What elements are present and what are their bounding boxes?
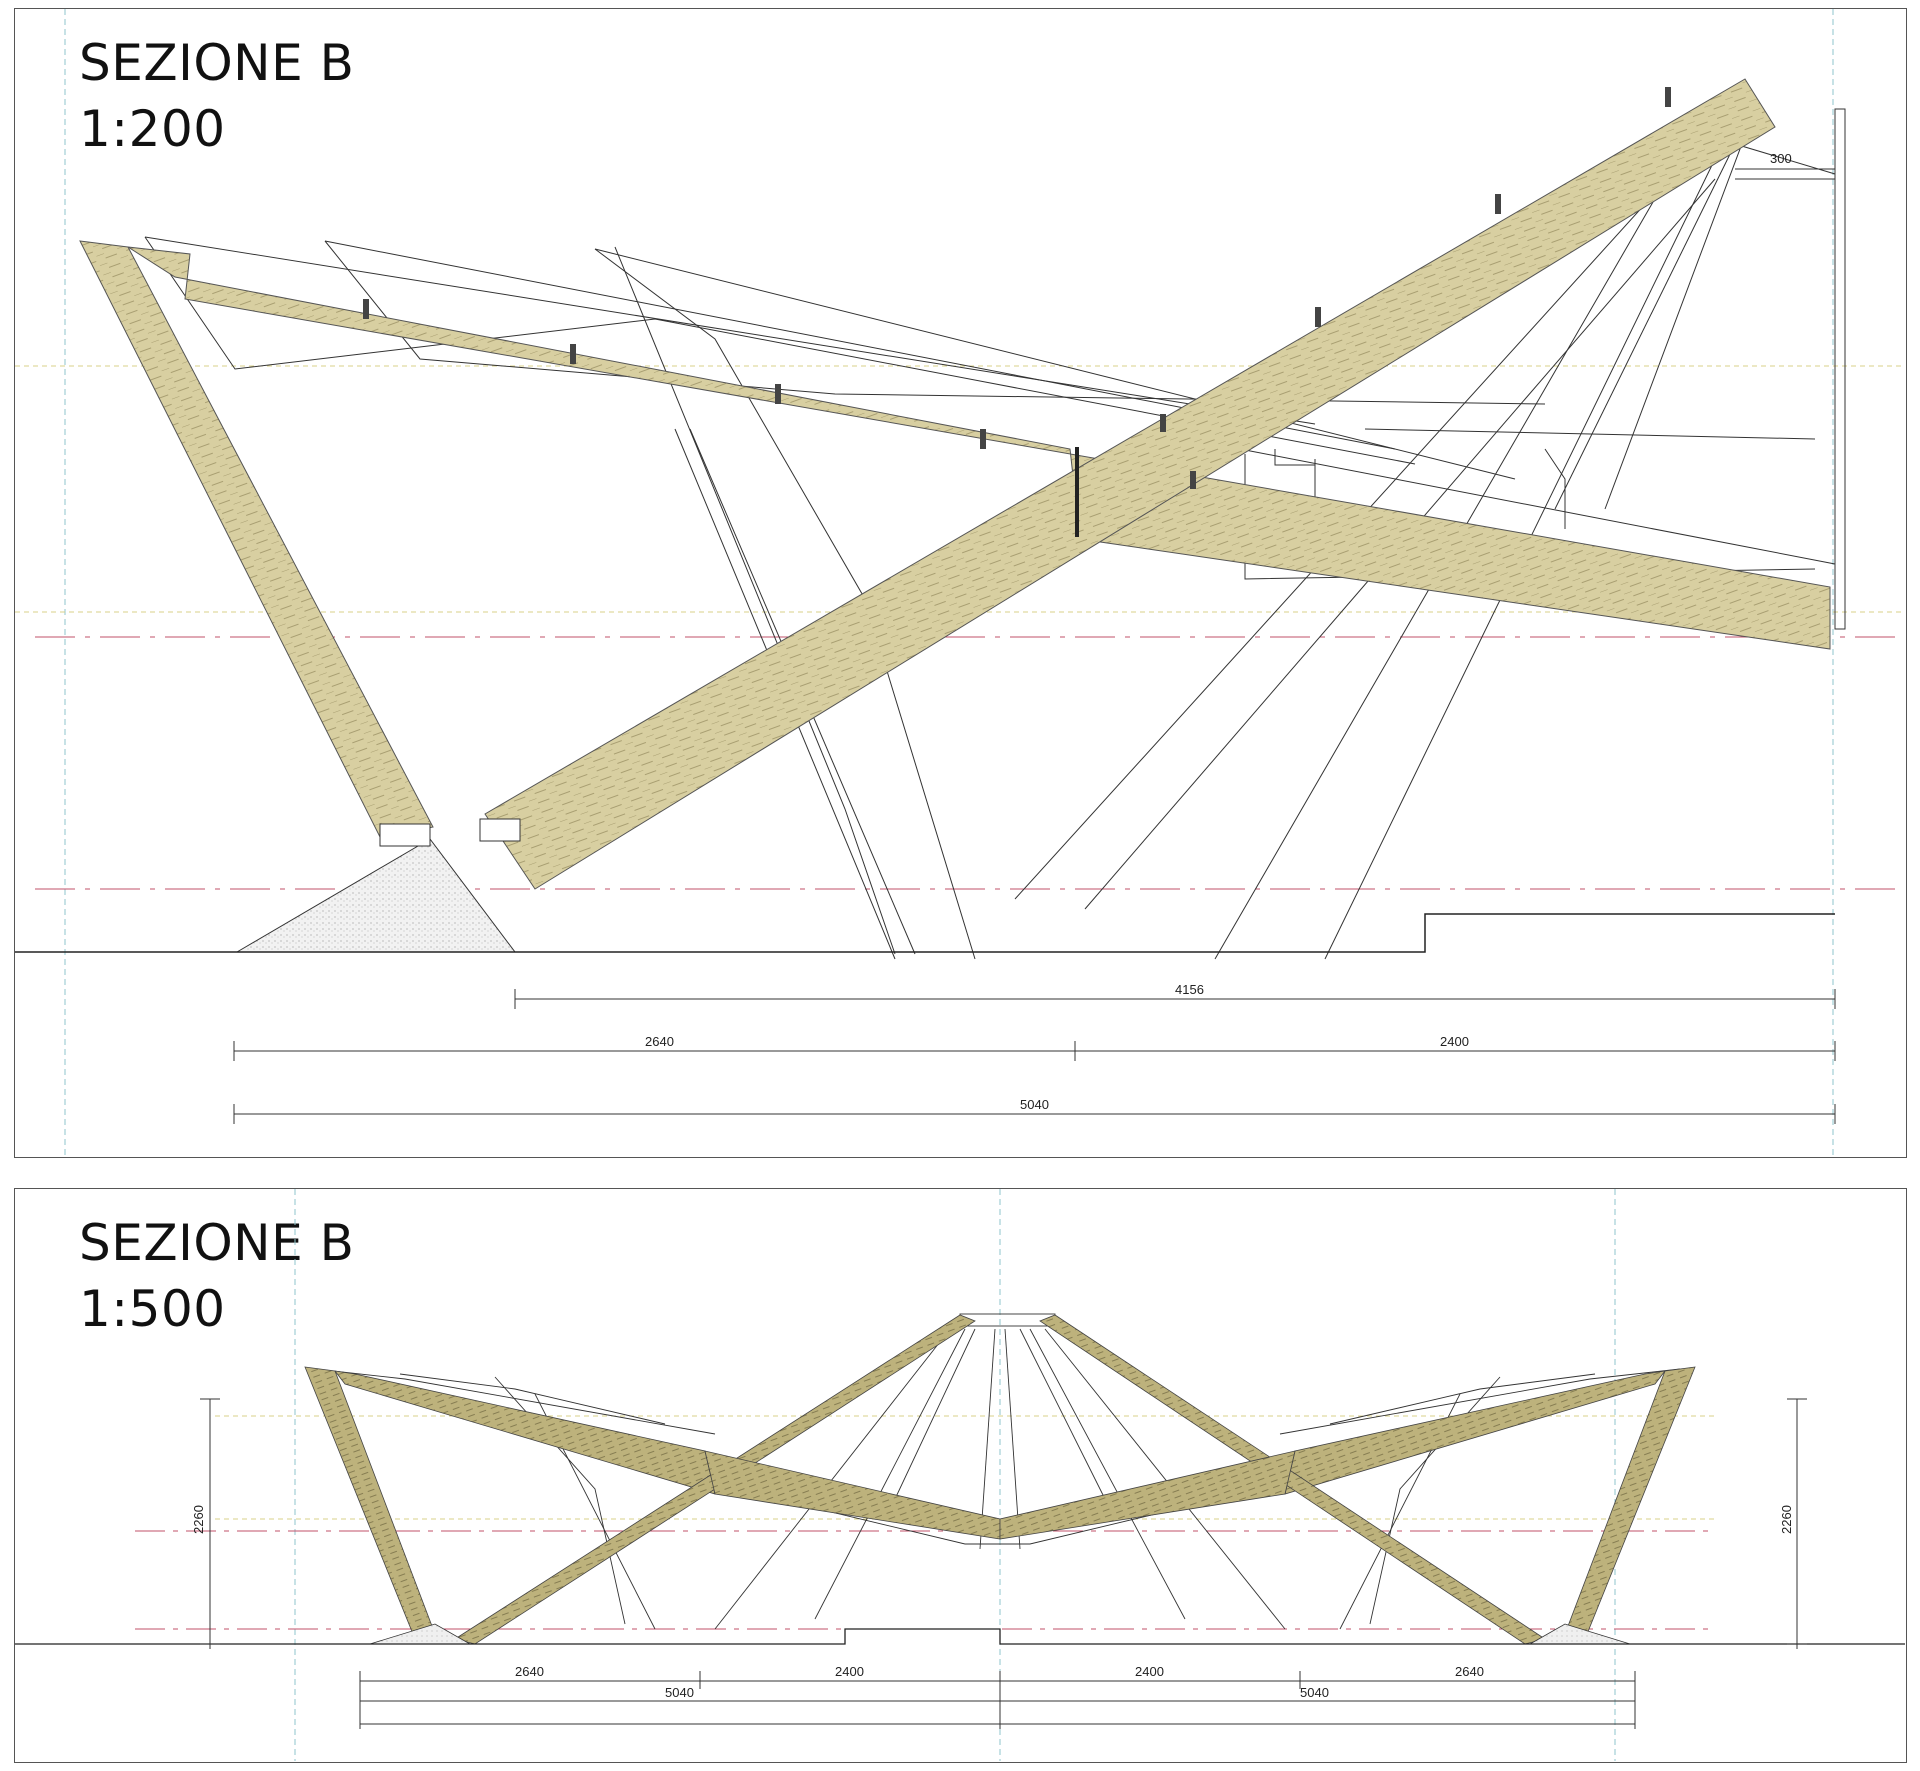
panel-title: SEZIONE B [79, 1214, 355, 1272]
dimension-left-5040: 5040 [665, 1685, 694, 1700]
dimension-300: 300 [1770, 151, 1792, 166]
dimension-2400: 2400 [1440, 1034, 1469, 1049]
dimension-lines [200, 1398, 1807, 1729]
panel-scale: 1:500 [79, 1280, 226, 1338]
dimension-lines [233, 168, 1836, 1124]
beam-connectors [363, 87, 1671, 537]
timber-beams [304, 1314, 1696, 1645]
dimension-5040: 5040 [1020, 1097, 1049, 1112]
dimension-right-5040: 5040 [1300, 1685, 1329, 1700]
dimension-right-2400: 2400 [1135, 1664, 1164, 1679]
section-b-overview-panel: SEZIONE B 1:500 [14, 1188, 1907, 1763]
dimension-2640: 2640 [645, 1034, 674, 1049]
ground-foundations [15, 1623, 1905, 1645]
section-drawing-overview: 2640 2400 2400 2640 5040 5040 2260 2260 [15, 1189, 1905, 1761]
section-b-detail-panel: SEZIONE B 1:200 [14, 8, 1907, 1158]
ground-foundations [15, 818, 1835, 953]
wireframe-frames [314, 1313, 1681, 1630]
dimension-4156: 4156 [1175, 982, 1204, 997]
section-drawing-large: 4156 2640 2400 5040 300 [15, 9, 1905, 1156]
panel-scale: 1:200 [79, 100, 226, 158]
timber-beams [79, 78, 1831, 890]
dimension-height-right: 2260 [1779, 1505, 1794, 1534]
panel-title: SEZIONE B [79, 34, 355, 92]
dimension-right-2640: 2640 [1455, 1664, 1484, 1679]
dimension-left-2400: 2400 [835, 1664, 864, 1679]
dimension-height-left: 2260 [191, 1505, 206, 1534]
dimension-left-2640: 2640 [515, 1664, 544, 1679]
